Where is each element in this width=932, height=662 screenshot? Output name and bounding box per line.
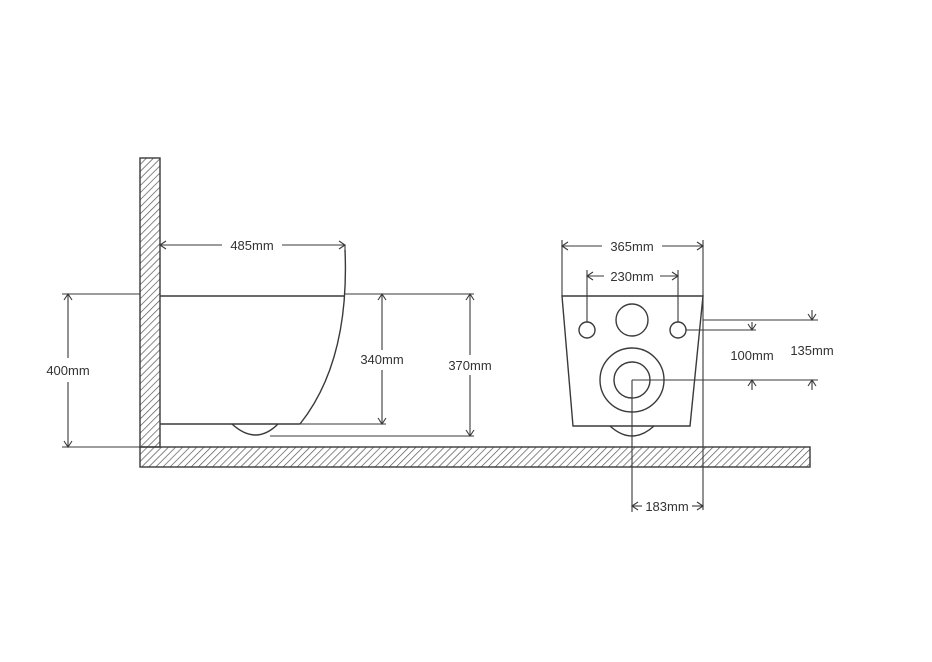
wall (139, 157, 161, 448)
inlet-height-label: 135mm (790, 343, 833, 358)
rim-height-label: 370mm (448, 358, 491, 373)
dimension-outlet-offset: 183mm (631, 380, 704, 514)
fixing-hole-right (669, 321, 687, 339)
dimension-depth: 485mm (159, 238, 346, 253)
dimension-total-height: 400mm (46, 293, 140, 448)
outlet-offset-label: 183mm (645, 499, 688, 514)
floor (139, 446, 811, 468)
fixing-spacing-label: 230mm (610, 269, 653, 284)
fixing-height-label: 100mm (730, 348, 773, 363)
dimension-side-heights: 100mm 135mm (632, 310, 834, 390)
side-view-toilet (160, 249, 347, 436)
fixing-hole-left (578, 321, 596, 339)
dimension-rim-height: 370mm (270, 293, 492, 437)
dimension-fixing-spacing: 230mm (586, 269, 679, 322)
total-height-label: 400mm (46, 363, 89, 378)
depth-label: 485mm (230, 238, 273, 253)
bowl-height-label: 340mm (360, 352, 403, 367)
inlet-hole (615, 303, 649, 337)
front-width-label: 365mm (610, 239, 653, 254)
dimension-bowl-height: 340mm (300, 293, 404, 425)
dimension-front-width: 365mm (561, 239, 704, 510)
